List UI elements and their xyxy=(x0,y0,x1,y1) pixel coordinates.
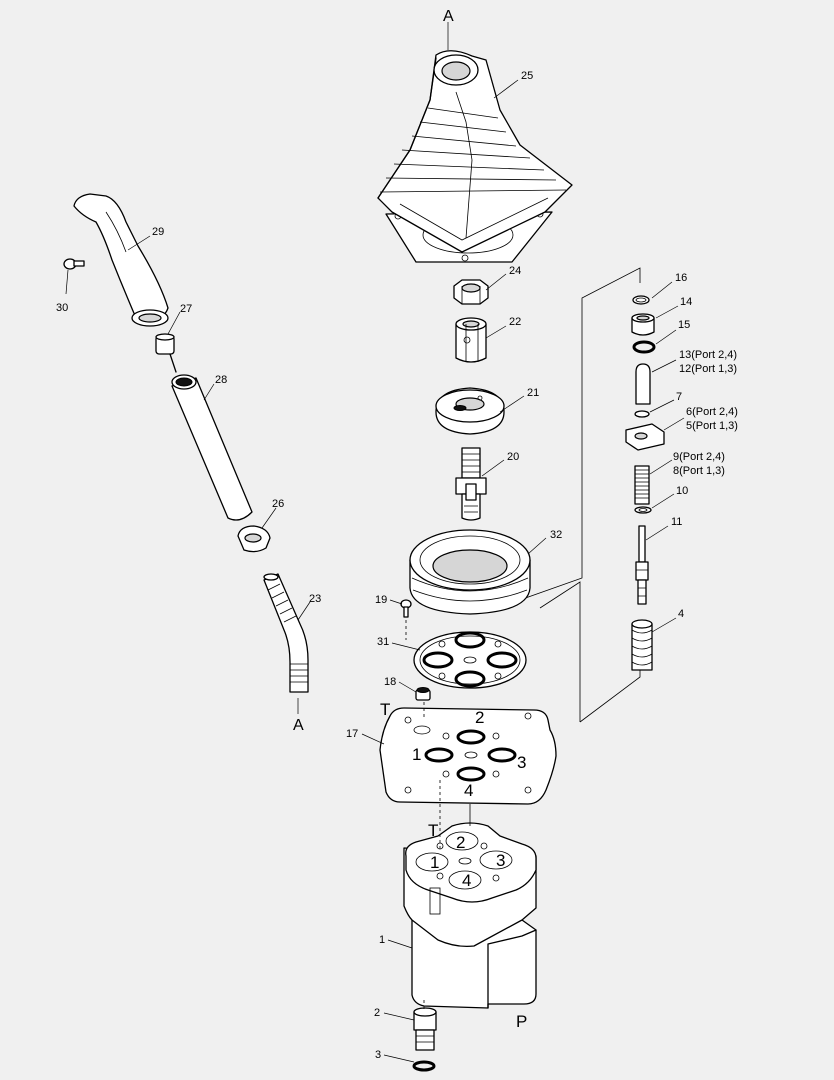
part-19-screw xyxy=(400,599,412,618)
part-16-ring xyxy=(632,295,650,305)
marker-a-bottom: A xyxy=(293,717,304,734)
part-18-plug xyxy=(415,687,431,701)
assembly-guide-lines xyxy=(405,620,471,1012)
part-11-spool xyxy=(635,525,649,605)
part-22-coupling xyxy=(455,317,487,363)
part-7-washer xyxy=(634,410,650,418)
part-24-nut xyxy=(453,279,489,305)
plate-port-2: 2 xyxy=(475,708,484,727)
part-2-fitting xyxy=(413,1007,437,1051)
plate-port-t: T xyxy=(380,700,390,719)
plate-port-4: 4 xyxy=(464,781,473,800)
label-29: 29 xyxy=(152,226,164,238)
label-3: 3 xyxy=(375,1049,381,1061)
label-17: 17 xyxy=(346,728,358,740)
body-port-1: 1 xyxy=(430,853,439,872)
plate-port-1: 1 xyxy=(412,745,421,764)
part-23-threaded-rod xyxy=(263,573,309,693)
label-22: 22 xyxy=(509,316,521,328)
label-1: 1 xyxy=(379,934,385,946)
label-6: 6(Port 2,4) xyxy=(686,406,738,418)
label-11: 11 xyxy=(671,516,682,528)
label-10: 10 xyxy=(676,485,688,497)
part-3-o-ring xyxy=(412,1060,436,1072)
part-29-grip xyxy=(73,193,169,327)
label-21: 21 xyxy=(527,387,539,399)
part-6-5-spring-seat xyxy=(625,423,665,451)
part-20-push-rod xyxy=(455,447,487,521)
part-4-spring xyxy=(631,619,653,671)
plate-port-labels: T 1 2 3 4 xyxy=(380,700,526,800)
body-port-p: P xyxy=(516,1012,527,1031)
part-27-collar xyxy=(155,333,177,373)
label-4: 4 xyxy=(678,608,684,620)
part-9-8-spring xyxy=(634,465,650,505)
body-port-3: 3 xyxy=(496,851,505,870)
label-23: 23 xyxy=(309,593,321,605)
label-13: 13(Port 2,4) xyxy=(679,349,737,361)
label-18: 18 xyxy=(384,676,396,688)
part-13-12-spool-guide xyxy=(635,363,651,405)
marker-a-top: A xyxy=(443,8,454,25)
part-28-tube xyxy=(171,374,253,521)
label-24: 24 xyxy=(509,265,521,277)
body-port-labels: T 2 1 3 4 P xyxy=(428,821,527,1031)
label-5: 5(Port 1,3) xyxy=(686,420,738,432)
part-25-rubber-boot xyxy=(377,50,573,263)
part-26-nut xyxy=(237,525,271,553)
part-14-cap xyxy=(631,313,655,336)
label-16: 16 xyxy=(675,272,687,284)
label-25: 25 xyxy=(521,70,533,82)
part-21-disc-plate xyxy=(435,387,505,435)
leader-lines xyxy=(65,22,685,1063)
label-28: 28 xyxy=(215,374,227,386)
body-port-4: 4 xyxy=(462,871,471,890)
label-12: 12(Port 1,3) xyxy=(679,363,737,375)
part-labels: A 25 24 22 21 20 32 19 31 18 17 1 2 3 29… xyxy=(56,8,738,1061)
part-32-seal-ring xyxy=(409,529,531,615)
part-17-plate xyxy=(379,707,557,805)
part-15-o-ring xyxy=(632,340,656,354)
plate-port-3: 3 xyxy=(517,753,526,772)
label-27: 27 xyxy=(180,303,192,315)
label-19: 19 xyxy=(375,594,387,606)
label-32: 32 xyxy=(550,529,562,541)
label-26: 26 xyxy=(272,498,284,510)
body-port-t: T xyxy=(428,821,438,840)
part-31-gasket xyxy=(413,631,527,689)
label-14: 14 xyxy=(680,296,692,308)
label-8: 8(Port 1,3) xyxy=(673,465,725,477)
label-7: 7 xyxy=(676,391,682,403)
part-30-screw xyxy=(63,258,85,270)
label-9: 9(Port 2,4) xyxy=(673,451,725,463)
body-port-2: 2 xyxy=(456,833,465,852)
label-31: 31 xyxy=(377,636,389,648)
part-1-valve-body xyxy=(403,822,537,1009)
label-20: 20 xyxy=(507,451,519,463)
label-15: 15 xyxy=(678,319,690,331)
label-30: 30 xyxy=(56,302,68,314)
part-10-washer xyxy=(634,506,652,514)
label-2: 2 xyxy=(374,1007,380,1019)
grouping-brackets xyxy=(499,267,641,723)
